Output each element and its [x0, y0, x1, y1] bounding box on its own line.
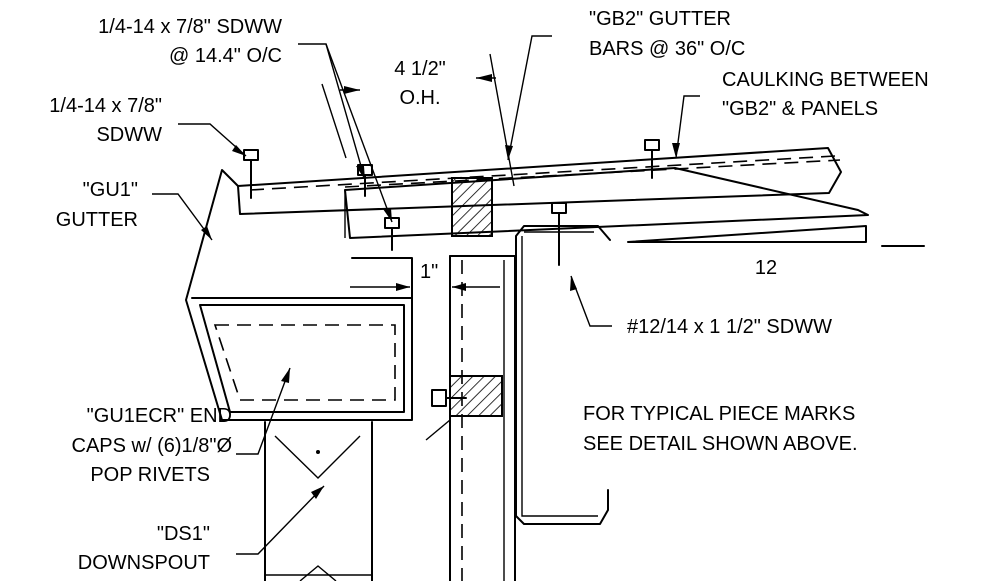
label-clearance: 1": [420, 261, 438, 283]
ds1-downspout: [264, 421, 373, 581]
label-endcaps-line1: "GU1ECR" END: [87, 405, 232, 427]
wall-column: [449, 255, 516, 581]
label-sdww-spacing-line2: @ 14.4" O/C: [169, 45, 282, 67]
label-sdww-line1: 1/4-14 x 7/8": [49, 95, 162, 117]
screw-1: [243, 149, 259, 199]
label-caulking-line2: "GB2" & PANELS: [722, 98, 878, 120]
gb2-gutter-bar: [344, 167, 869, 239]
leaders: [152, 35, 700, 555]
screw-wall: [425, 389, 467, 441]
label-gutter-line2: GUTTER: [56, 209, 138, 231]
screw-3: [384, 217, 400, 251]
label-overhang-line1: 4 1/2": [394, 58, 446, 80]
label-gutter-bars-line2: BARS @ 36" O/C: [589, 38, 745, 60]
screw-4: [644, 139, 660, 179]
label-downspout-line2: DOWNSPOUT: [78, 552, 210, 574]
hatched-blocking-wall: [449, 375, 503, 417]
roof-panel: [237, 147, 842, 215]
screw-5: [551, 202, 567, 266]
label-caulking-line1: CAULKING BETWEEN: [722, 69, 929, 91]
label-endcaps-line3: POP RIVETS: [90, 464, 210, 486]
label-gutter-line1: "GU1": [83, 179, 138, 201]
label-endcaps-line2: CAPS w/ (6)1/8"Ø: [72, 435, 232, 457]
label-pitch: 12: [755, 257, 777, 279]
label-sdww-line2: SDWW: [96, 124, 162, 146]
label-gutter-bars-line1: "GB2" GUTTER: [589, 8, 731, 30]
roof-slope-indicator: [627, 225, 867, 243]
label-sdww-large: #12/14 x 1 1/2" SDWW: [627, 316, 832, 338]
label-downspout-line1: "DS1": [157, 523, 210, 545]
label-overhang-line2: O.H.: [399, 87, 440, 109]
eave-strut: [515, 225, 611, 525]
hatched-blocking-top: [451, 177, 493, 237]
label-note-line1: FOR TYPICAL PIECE MARKS: [583, 403, 855, 425]
gu1-gutter: [185, 169, 413, 421]
callout-text: 1/4-14 x 7/8" SDWW @ 14.4" O/C 4 1/2" O.…: [49, 8, 928, 574]
label-note-line2: SEE DETAIL SHOWN ABOVE.: [583, 433, 858, 455]
label-sdww-spacing-line1: 1/4-14 x 7/8" SDWW: [98, 16, 282, 38]
arrowheads: [201, 74, 680, 499]
